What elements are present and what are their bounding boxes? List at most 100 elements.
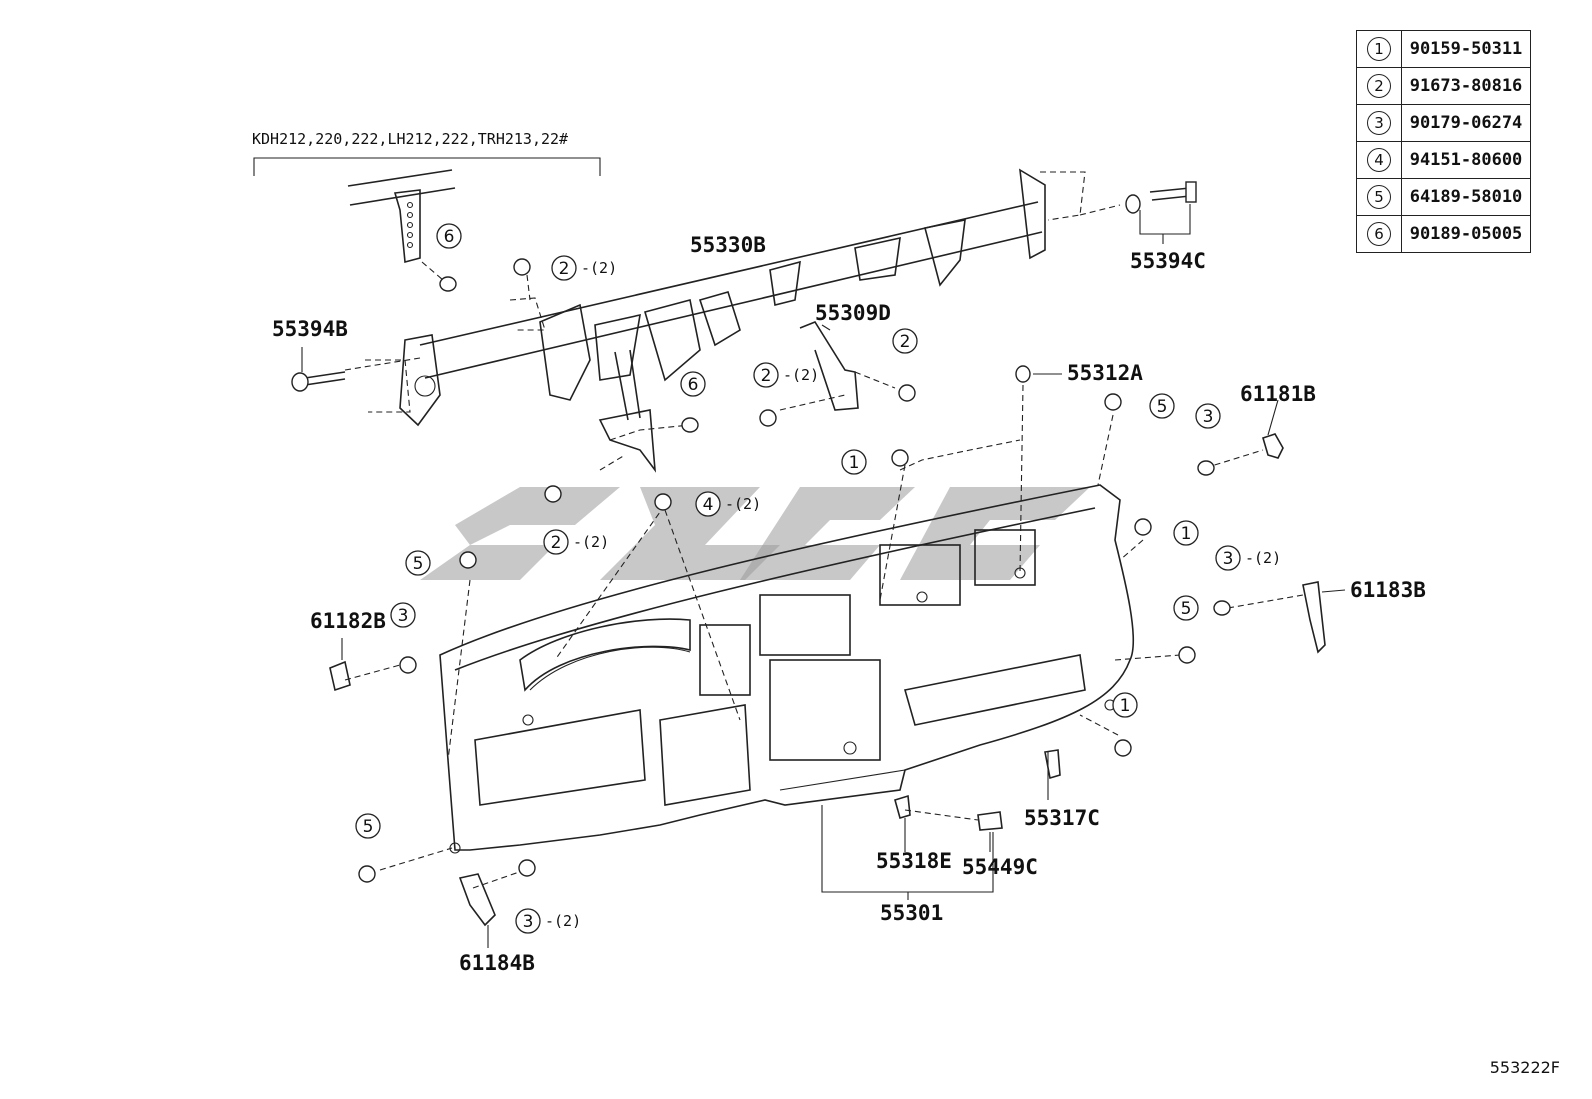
callout-quantity: -(2) (725, 495, 761, 513)
callout-circle (1195, 403, 1221, 429)
callout-circle (1173, 520, 1199, 546)
callout-circle (1149, 393, 1175, 419)
callout-circle (1112, 692, 1138, 718)
label-55301: 55301 (880, 901, 943, 925)
callout-quantity: -(2) (783, 366, 819, 384)
callout-circle (892, 328, 918, 354)
bracket-55309D (779, 321, 896, 411)
label-61182B: 61182B (310, 609, 386, 633)
callout-1: 1 (1173, 520, 1199, 546)
callout-circle (515, 908, 541, 934)
callout-circle (355, 813, 381, 839)
reinforcement-beam-55330B (344, 168, 1121, 473)
callout-5: 5 (1149, 393, 1175, 419)
callout-3: 3 -(2) (515, 908, 581, 934)
callout-quantity: -(2) (545, 912, 581, 930)
legend-row: 2 91673-80816 (1356, 67, 1531, 105)
callout-3: 3 (390, 602, 416, 628)
label-61181B: 61181B (1240, 382, 1316, 406)
legend-part-number: 91673-80816 (1401, 67, 1531, 105)
label-55394C: 55394C (1130, 249, 1206, 273)
legend-row: 4 94151-80600 (1356, 141, 1531, 179)
instrument-panel-55301 (439, 484, 1135, 900)
callout-3: 3 -(2) (1215, 545, 1281, 571)
legend-part-number: 90189-05005 (1401, 215, 1531, 253)
callout-3: 3 (1195, 403, 1221, 429)
callout-circle (1173, 595, 1199, 621)
callout-circle (436, 223, 462, 249)
callout-number: 5 (363, 817, 374, 837)
legend-key: 4 (1356, 141, 1402, 179)
callout-circle (695, 491, 721, 517)
callout-circle (1215, 545, 1241, 571)
callout-quantity: -(2) (573, 533, 609, 551)
callout-circle (753, 362, 779, 388)
small-parts (329, 324, 1346, 948)
fasteners (358, 258, 1231, 883)
callout-2: 2 -(2) (543, 529, 609, 555)
callout-number: 5 (413, 554, 424, 574)
callout-quantity: -(2) (1245, 549, 1281, 567)
callout-2: 2 -(2) (753, 362, 819, 388)
callout-number: 2 (551, 533, 562, 553)
callout-circle (543, 529, 569, 555)
callout-number: 4 (703, 495, 714, 515)
legend-key-circle: 4 (1367, 148, 1391, 172)
label-61183B: 61183B (1350, 578, 1426, 602)
callout-number: 2 (900, 332, 911, 352)
callout-circle (405, 550, 431, 576)
callout-5: 5 (355, 813, 381, 839)
callout-4: 4 -(2) (695, 491, 761, 517)
callout-number: 5 (1181, 599, 1192, 619)
variant-bracket: KDH212,220,222,LH212,222,TRH213,22# (252, 130, 601, 176)
legend-part-number: 90179-06274 (1401, 104, 1531, 142)
label-55318E: 55318E (876, 849, 952, 873)
label-55309D: 55309D (815, 301, 891, 325)
callout-number: 6 (444, 227, 455, 247)
callout-number: 1 (1120, 696, 1131, 716)
label-61184B: 61184B (459, 951, 535, 975)
callout-2: 2 (892, 328, 918, 354)
legend-row: 1 90159-50311 (1356, 30, 1531, 68)
variant-note: KDH212,220,222,LH212,222,TRH213,22# (252, 130, 568, 148)
legend-key: 6 (1356, 215, 1402, 253)
callout-circle (680, 371, 706, 397)
diagram-code: 553222F (1489, 1058, 1560, 1077)
callout-number: 3 (523, 912, 534, 932)
callout-circle (390, 602, 416, 628)
legend-key-circle: 1 (1367, 37, 1391, 61)
callout-number: 2 (559, 259, 570, 279)
legend-key-circle: 2 (1367, 74, 1391, 98)
legend-key: 1 (1356, 30, 1402, 68)
callout-5: 5 (405, 550, 431, 576)
callout-number: 5 (1157, 397, 1168, 417)
callout-6: 6 (680, 371, 706, 397)
callout-circle (841, 449, 867, 475)
callout-quantity: -(2) (581, 259, 617, 277)
legend-part-number: 90159-50311 (1401, 30, 1531, 68)
label-55394B: 55394B (272, 317, 348, 341)
callout-number: 3 (1223, 549, 1234, 569)
callout-number: 1 (1181, 524, 1192, 544)
legend-key: 3 (1356, 104, 1402, 142)
label-55449C: 55449C (962, 855, 1038, 879)
legend-key-circle: 6 (1367, 222, 1391, 246)
callout-1: 1 (1112, 692, 1138, 718)
legend-key: 5 (1356, 178, 1402, 216)
label-55317C: 55317C (1024, 806, 1100, 830)
inset-brace-part (347, 169, 457, 292)
legend-part-number: 94151-80600 (1401, 141, 1531, 179)
bolt-55394B (291, 347, 346, 392)
callout-number: 2 (761, 366, 772, 386)
callout-circle (551, 255, 577, 281)
callout-6: 6 (436, 223, 462, 249)
legend-part-number: 64189-58010 (1401, 178, 1531, 216)
callout-number: 3 (398, 606, 409, 626)
callout-5: 5 (1173, 595, 1199, 621)
callout-number: 3 (1203, 407, 1214, 427)
bolt-55394C (1125, 181, 1197, 244)
